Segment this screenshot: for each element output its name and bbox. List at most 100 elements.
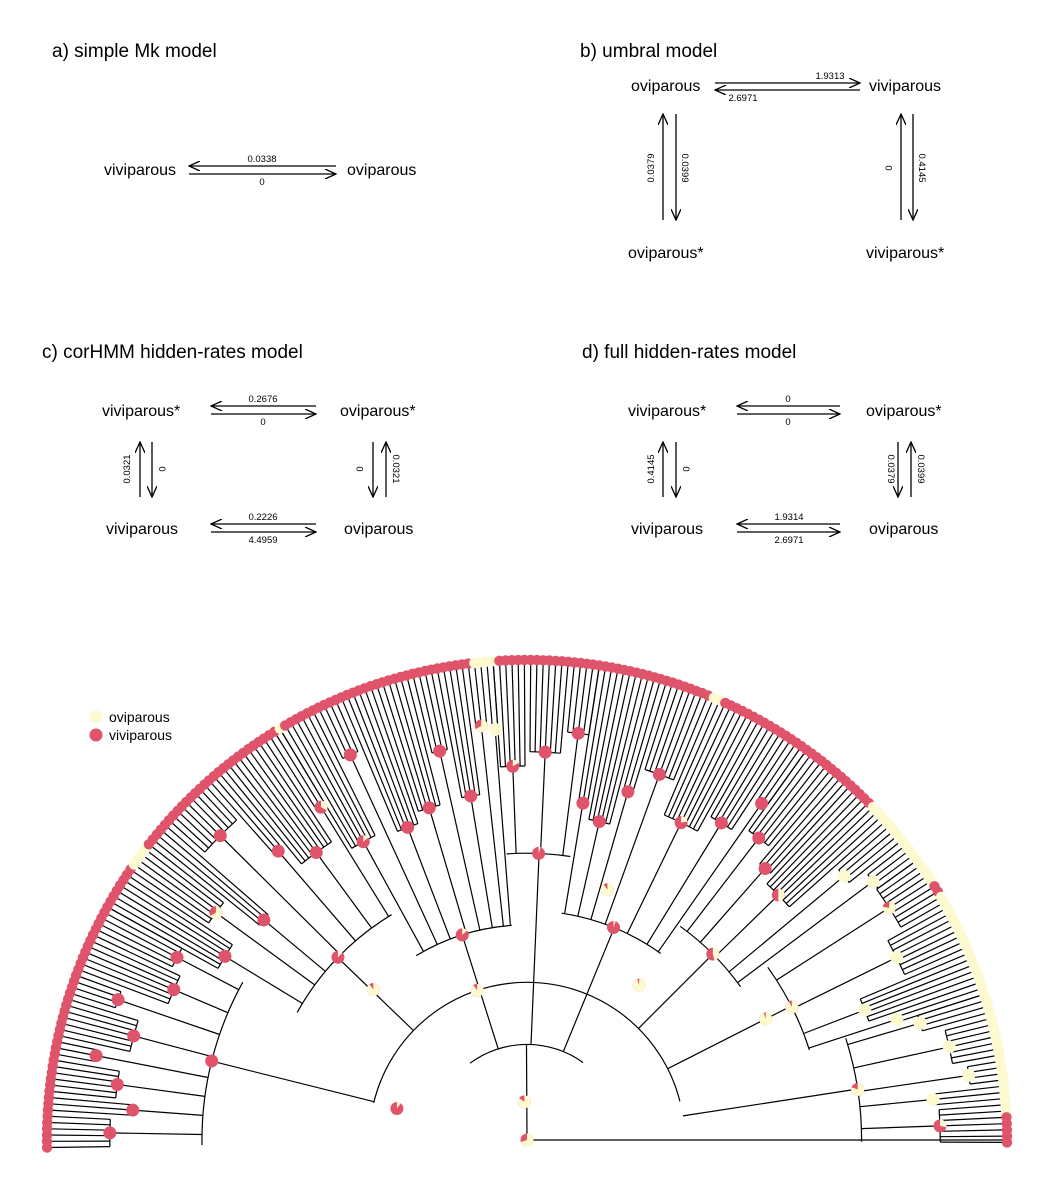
tree-branch — [263, 919, 326, 972]
tree-branch — [654, 688, 685, 773]
rate-label: 1.9314 — [774, 512, 803, 523]
tree-branch — [933, 1098, 1004, 1106]
tree-branch — [187, 802, 221, 837]
tree-branch — [596, 673, 631, 822]
tree-branch — [626, 822, 682, 934]
tree-branch — [347, 696, 403, 831]
tree-branch — [71, 993, 116, 1009]
node-pie — [433, 744, 447, 758]
tree-branch — [896, 988, 981, 1018]
state-label: viviparous* — [628, 403, 706, 420]
tree-branch — [680, 709, 737, 823]
tree-branch — [838, 826, 889, 871]
tree-branch — [673, 697, 708, 781]
tree-branch — [769, 786, 850, 874]
tree-branch — [776, 803, 868, 894]
tree-branch — [631, 682, 667, 794]
node-pie — [401, 820, 415, 834]
tree-branch — [866, 976, 977, 1018]
tree-branch — [663, 699, 714, 816]
tree-branch — [902, 941, 963, 971]
tree-branch — [341, 698, 399, 832]
rate-label: 0.0338 — [247, 154, 276, 165]
tree-branch — [439, 750, 481, 931]
tree-branch — [370, 687, 419, 824]
tree-branch — [229, 765, 306, 862]
tree-branch — [792, 956, 897, 1010]
tree-branch — [600, 674, 637, 823]
tree-branch — [649, 686, 679, 772]
tree-branch — [760, 762, 821, 840]
state-label: oviparous* — [628, 245, 704, 262]
tree-branch — [967, 1060, 999, 1068]
node-pie — [127, 1029, 141, 1043]
tree-branch — [505, 662, 511, 767]
tree-branch — [667, 1005, 792, 1070]
tree-branch — [882, 871, 923, 899]
node-pie-slice — [538, 846, 541, 854]
node-pie — [126, 1103, 140, 1117]
tree-branch — [86, 952, 175, 991]
tree-branch — [60, 1035, 131, 1052]
tree-branch — [173, 989, 229, 1014]
tree-branch — [667, 701, 720, 818]
tree-branch — [211, 1060, 375, 1103]
tree-branch — [382, 684, 424, 811]
node-pie-slice — [320, 800, 328, 811]
tree-branch — [761, 747, 801, 804]
tree-branch — [567, 664, 575, 733]
rate-label: 0 — [260, 417, 265, 428]
node-pie-slice — [475, 719, 488, 733]
node-pie — [257, 913, 271, 927]
tree-branch — [424, 672, 443, 751]
tree-branch — [939, 1110, 1005, 1116]
tree-branch — [949, 1036, 994, 1048]
tree-branch — [146, 849, 221, 908]
tree-branch — [449, 668, 472, 797]
node-pie — [205, 1054, 219, 1068]
tree-branch — [56, 1053, 96, 1062]
tree-branch — [897, 930, 958, 961]
tree-branch — [932, 1085, 1003, 1095]
tree-branch — [853, 1046, 950, 1069]
tree-branch — [663, 692, 697, 777]
tree-branch — [657, 803, 763, 953]
rate-label: 0.2676 — [248, 394, 277, 405]
tree-branch — [75, 981, 120, 998]
tree-branch — [443, 669, 467, 797]
tree-branch — [335, 701, 359, 752]
tree-branch — [592, 671, 625, 821]
tree-branch — [887, 908, 946, 942]
tree-branch — [394, 680, 432, 808]
tree-branch — [863, 964, 973, 1009]
tree-branch — [952, 1054, 998, 1065]
tree-branch — [859, 1098, 934, 1108]
tree-branch — [582, 666, 594, 735]
tree-branch — [785, 817, 881, 904]
tree-branch — [94, 935, 181, 977]
tree-branch — [474, 664, 482, 726]
node-pie — [652, 767, 666, 781]
tree-branch — [111, 901, 221, 965]
tree-edges — [48, 661, 1006, 1149]
rate-label: 2.6971 — [728, 93, 757, 104]
tree-branch — [769, 794, 859, 888]
tree-branch — [766, 790, 855, 885]
tree-branch — [307, 714, 372, 838]
tree-branch — [291, 723, 360, 845]
tree-branch — [951, 1048, 997, 1059]
tree-branch — [200, 789, 233, 825]
node-pie-slice — [337, 950, 343, 958]
tree-branch — [904, 947, 966, 976]
rate-label: 0.4145 — [646, 454, 657, 483]
tree-branch — [577, 665, 588, 734]
node-pie — [110, 1078, 124, 1092]
tree-branch — [722, 733, 781, 825]
tree-branch — [523, 661, 526, 767]
tree-branch — [264, 739, 333, 843]
tree-branch — [932, 1091, 1003, 1101]
tree-branch — [498, 662, 507, 767]
legend: oviparous viviparous — [89, 709, 172, 743]
tree-nodes — [89, 719, 976, 1147]
panel-a-state-viviparous: viviparous — [104, 162, 176, 179]
